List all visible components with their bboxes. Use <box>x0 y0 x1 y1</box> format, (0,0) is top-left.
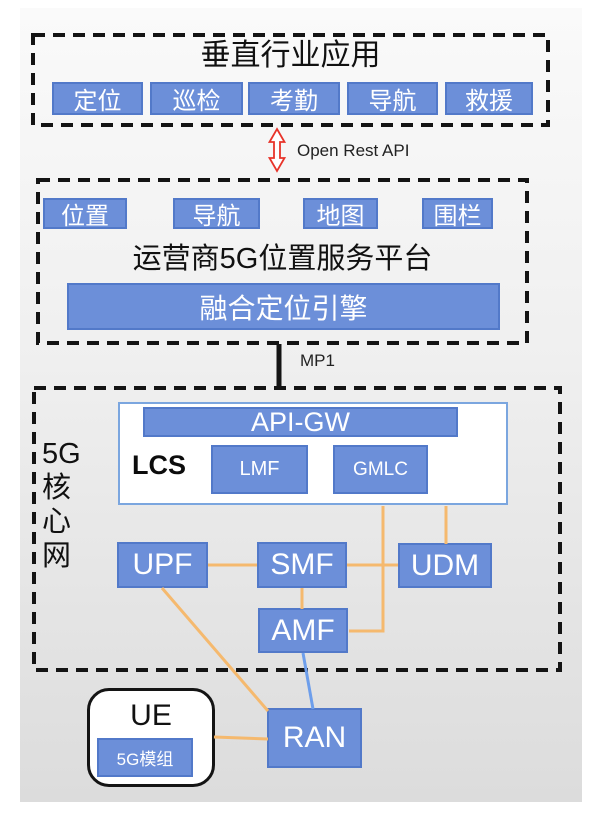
platform-button-map: 地图 <box>303 198 378 230</box>
core-network-label: 5G 核 心 网 <box>42 437 108 573</box>
smf-node: SMF <box>257 542 347 588</box>
app-layer-title: 垂直行业应用 <box>200 39 381 72</box>
core-label-line-2: 核 <box>42 472 72 504</box>
app-button-navigation: 导航 <box>347 82 438 115</box>
platform-button-navigation: 导航 <box>173 198 260 230</box>
core-label-line-4: 网 <box>42 540 72 572</box>
upf-node: UPF <box>117 542 208 588</box>
core-label-line-1: 5G <box>42 438 81 470</box>
lmf-node: LMF <box>211 445 308 494</box>
app-button-positioning: 定位 <box>52 82 143 115</box>
fusion-positioning-engine: 融合定位引擎 <box>67 283 500 330</box>
ue-container: UE 5G模组 <box>87 688 215 787</box>
app-button-rescue: 救援 <box>445 82 533 115</box>
api-gw-node: API-GW <box>143 407 458 437</box>
mp1-label: MP1 <box>300 351 335 370</box>
gmlc-node: GMLC <box>333 445 428 494</box>
platform-title: 运营商5G位置服务平台 <box>132 243 433 275</box>
lcs-label: LCS <box>132 450 186 480</box>
ran-node: RAN <box>267 708 362 768</box>
lcs-container: API-GW LCS LMF GMLC <box>118 402 508 505</box>
open-rest-api-label: Open Rest API <box>297 141 410 160</box>
app-button-attendance: 考勤 <box>248 82 340 115</box>
app-button-inspection: 巡检 <box>150 82 243 115</box>
platform-button-location: 位置 <box>43 198 127 230</box>
platform-button-fence: 围栏 <box>422 198 493 230</box>
core-label-line-3: 心 <box>42 506 72 538</box>
ue-label: UE <box>130 699 172 732</box>
module-5g-node: 5G模组 <box>97 738 193 777</box>
amf-node: AMF <box>258 608 348 653</box>
udm-node: UDM <box>398 543 492 588</box>
